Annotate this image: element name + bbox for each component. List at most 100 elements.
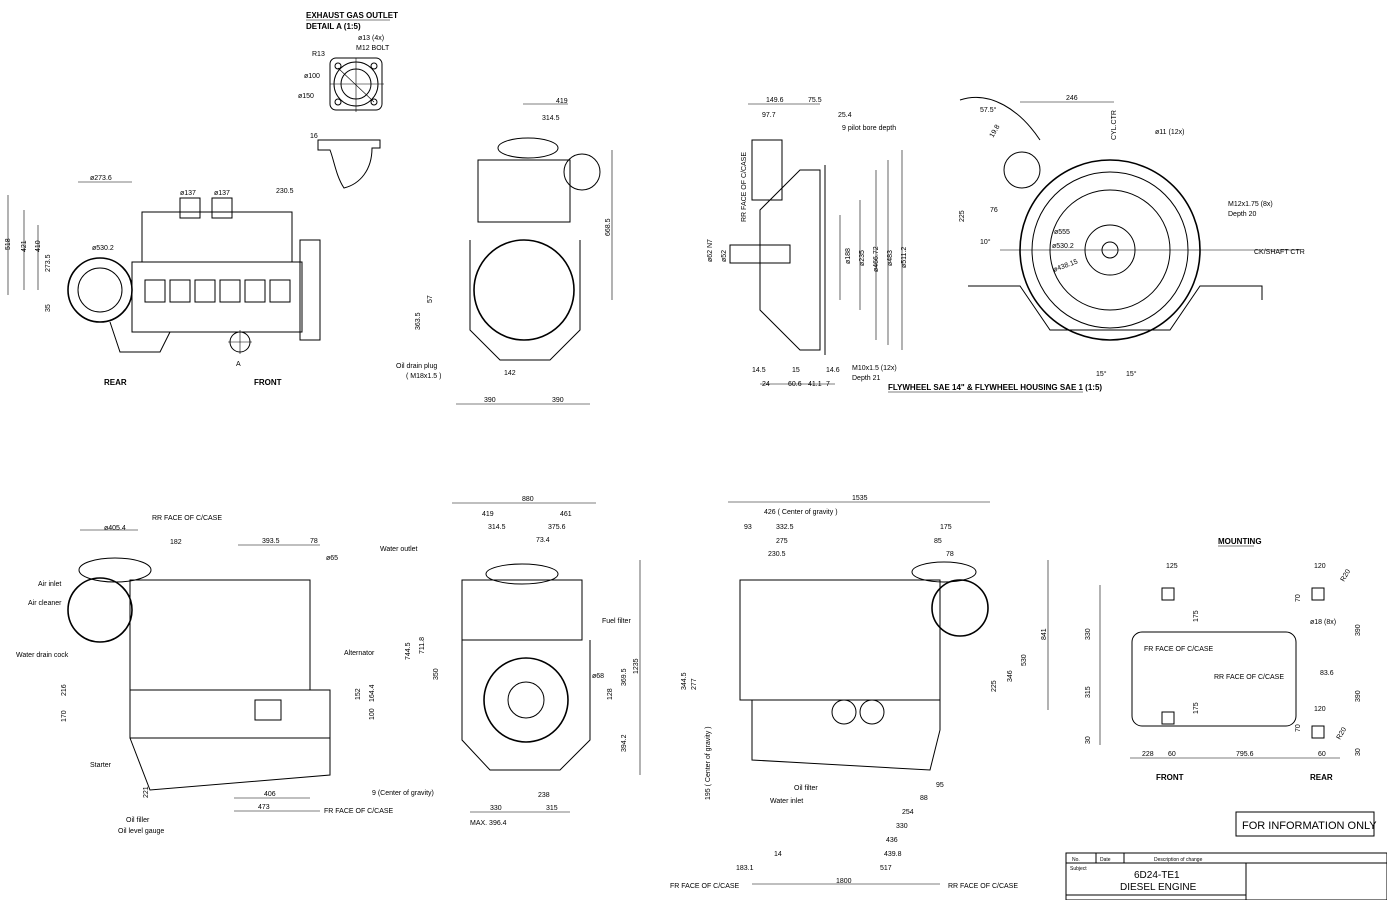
svg-text:439.8: 439.8	[884, 851, 902, 858]
svg-text:Oil level gauge: Oil level gauge	[118, 828, 164, 835]
svg-text:390: 390	[1355, 690, 1362, 702]
svg-text:ø68: ø68	[592, 673, 604, 680]
svg-text:314.5: 314.5	[542, 115, 560, 122]
svg-text:83.6: 83.6	[1320, 670, 1334, 677]
svg-text:ø530.2: ø530.2	[92, 245, 114, 252]
svg-text:228: 228	[1142, 751, 1154, 758]
svg-text:175: 175	[1193, 610, 1200, 622]
svg-text:410: 410	[35, 240, 42, 252]
flywheel-side-view: 149.6 75.5 97.7 25.4 9 pilot bore depth …	[707, 97, 908, 388]
mounting-title: MOUNTING	[1218, 537, 1262, 546]
svg-text:880: 880	[522, 496, 534, 503]
svg-text:35: 35	[45, 304, 52, 312]
svg-text:88: 88	[920, 795, 928, 802]
svg-text:10°: 10°	[980, 238, 991, 246]
svg-text:1235: 1235	[633, 658, 640, 674]
mounting-rear-label: REAR	[1310, 773, 1333, 782]
title-block-subject: Subject	[1070, 866, 1087, 872]
svg-text:390: 390	[1355, 624, 1362, 636]
svg-text:ø511.2: ø511.2	[901, 247, 908, 268]
svg-text:100: 100	[369, 708, 376, 720]
svg-text:ø555: ø555	[1054, 229, 1070, 236]
svg-text:( M18x1.5 ): ( M18x1.5 )	[406, 373, 441, 380]
svg-text:78: 78	[310, 538, 318, 545]
svg-text:254: 254	[902, 809, 914, 816]
svg-text:ø530.2: ø530.2	[1052, 243, 1074, 250]
svg-text:390: 390	[552, 397, 564, 404]
svg-text:406: 406	[264, 791, 276, 798]
svg-text:FR FACE OF C/CASE: FR FACE OF C/CASE	[324, 808, 394, 815]
svg-text:30: 30	[1355, 748, 1362, 756]
svg-text:394.2: 394.2	[621, 734, 628, 752]
svg-text:195 ( Center of gravity ): 195 ( Center of gravity )	[705, 726, 712, 800]
svg-text:Depth 20: Depth 20	[1228, 211, 1257, 218]
svg-text:ø11 (12x): ø11 (12x)	[1155, 129, 1184, 136]
svg-text:128: 128	[607, 688, 614, 700]
svg-text:Water inlet: Water inlet	[770, 798, 803, 805]
svg-text:369.5: 369.5	[621, 668, 628, 686]
svg-text:CYL.CTR: CYL.CTR	[1111, 110, 1118, 140]
svg-text:73.4: 73.4	[536, 537, 550, 544]
svg-text:M12 BOLT: M12 BOLT	[356, 45, 390, 52]
title-block: No. Date Description of change Subject 6…	[1065, 852, 1387, 900]
mounting-view: MOUNTING 125 120 R20 70 ø18 (8x) 175 330…	[1085, 537, 1362, 782]
svg-text:RR FACE OF C/CASE: RR FACE OF C/CASE	[741, 152, 748, 222]
svg-text:350: 350	[433, 668, 440, 680]
svg-text:530: 530	[1021, 654, 1028, 666]
title-block-no: No.	[1072, 857, 1080, 863]
svg-text:Depth 21: Depth 21	[852, 375, 881, 382]
engine-name: DIESEL ENGINE	[1120, 882, 1197, 893]
svg-text:315: 315	[1085, 686, 1092, 698]
svg-text:78: 78	[946, 551, 954, 558]
svg-text:393.5: 393.5	[262, 538, 280, 545]
title-block-description: Description of change	[1154, 857, 1203, 863]
bottom-right-view: 1535 426 ( Center of gravity ) 93 332.5 …	[670, 495, 1049, 890]
svg-text:363.5: 363.5	[415, 312, 422, 330]
svg-text:170: 170	[61, 710, 68, 722]
svg-text:57.5°: 57.5°	[980, 106, 997, 114]
svg-text:7: 7	[826, 381, 830, 388]
svg-text:ø18 (8x): ø18 (8x)	[1310, 619, 1336, 626]
svg-text:Oil filter: Oil filter	[794, 785, 818, 792]
svg-text:711.8: 711.8	[419, 637, 426, 654]
svg-text:330: 330	[896, 823, 908, 830]
svg-text:ø100: ø100	[304, 73, 320, 80]
svg-text:R13: R13	[312, 51, 325, 58]
svg-text:R20: R20	[1340, 568, 1353, 583]
flywheel-caption: FLYWHEEL SAE 14" & FLYWHEEL HOUSING SAE …	[888, 383, 1102, 392]
svg-text:421: 421	[21, 240, 28, 252]
svg-text:346: 346	[1007, 670, 1014, 682]
svg-text:330: 330	[490, 805, 502, 812]
title-block-date: Date	[1100, 857, 1111, 863]
svg-text:19.8: 19.8	[989, 124, 1002, 139]
svg-text:M10x1.5 (12x): M10x1.5 (12x)	[852, 365, 897, 372]
svg-text:A: A	[236, 361, 241, 368]
model-name: 6D24-TE1	[1134, 870, 1180, 881]
svg-text:CK/SHAFT CTR: CK/SHAFT CTR	[1254, 249, 1305, 256]
svg-text:ø188: ø188	[845, 248, 852, 264]
svg-text:Alternator: Alternator	[344, 650, 375, 657]
svg-text:93: 93	[744, 524, 752, 531]
svg-text:60: 60	[1168, 751, 1176, 758]
svg-text:Fuel filter: Fuel filter	[602, 618, 631, 625]
svg-text:436: 436	[886, 837, 898, 844]
exhaust-subtitle: DETAIL A (1:5)	[306, 22, 361, 31]
svg-text:668.5: 668.5	[605, 218, 612, 236]
svg-text:70: 70	[1295, 594, 1302, 602]
top-front-view: 419 314.5 668.5 363.5 57 142 390 390 Oil…	[396, 98, 613, 405]
svg-text:330: 330	[1085, 628, 1092, 640]
svg-text:60: 60	[1318, 751, 1326, 758]
svg-text:473: 473	[258, 804, 270, 811]
svg-text:277: 277	[691, 678, 698, 690]
bottom-front-view: 880 419 461 314.5 375.6 73.4 Water outle…	[372, 496, 641, 827]
svg-text:25.4: 25.4	[838, 112, 852, 119]
svg-text:14.6: 14.6	[826, 367, 840, 374]
svg-text:ø438.15: ø438.15	[1052, 258, 1079, 273]
svg-text:Oil drain plug: Oil drain plug	[396, 363, 437, 370]
exhaust-outlet-detail: EXHAUST GAS OUTLET DETAIL A (1:5) ø13 (4…	[298, 11, 398, 189]
svg-text:1535: 1535	[852, 495, 868, 502]
front-label: FRONT	[254, 378, 282, 387]
svg-text:175: 175	[940, 524, 952, 531]
svg-text:120: 120	[1314, 706, 1326, 713]
svg-text:230.5: 230.5	[768, 551, 786, 558]
